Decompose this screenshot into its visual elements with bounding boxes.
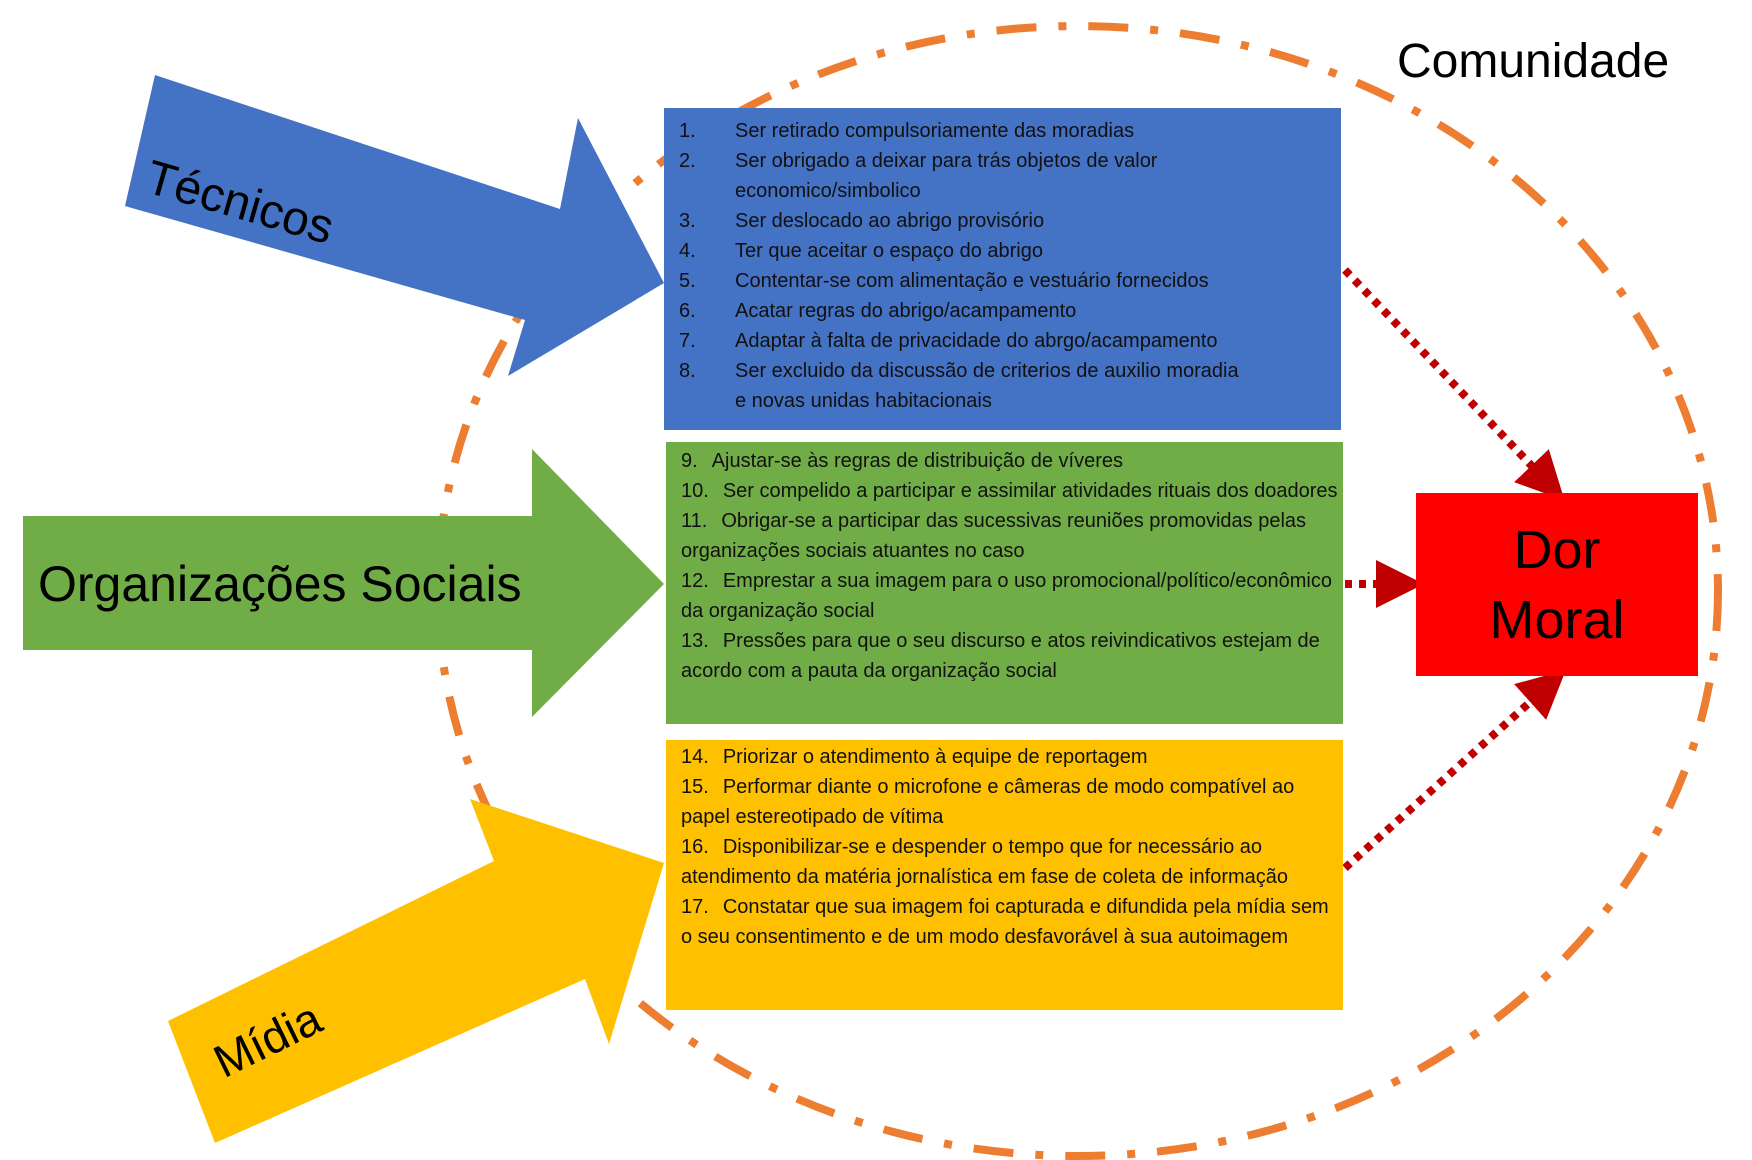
item-number: 6.: [679, 300, 696, 322]
item-text: Performar diante o microfone e câmeras d…: [681, 776, 1295, 828]
list-item: 10. Ser compelido a participar e assimila…: [681, 476, 1343, 506]
item-text: Ter que aceitar o espaço do abrigo: [735, 240, 1043, 262]
list-item: 1. Ser retirado compulsoriamente das mora…: [679, 116, 1341, 146]
connector-midia-dor: [1342, 669, 1566, 871]
item-text: Acatar regras do abrigo/acampamento: [735, 300, 1077, 322]
item-text: Ser obrigado a deixar para trás objetos …: [735, 150, 1158, 172]
list-item: 17.Constatar que sua imagem foi capturad…: [681, 892, 1343, 952]
item-text: Contentar-se com alimentação e vestuário…: [735, 270, 1209, 292]
item-number: 3.: [679, 210, 696, 232]
outcome-box-dor-moral: Dor Moral: [1416, 493, 1698, 676]
arrow-midia: [168, 799, 664, 1143]
organizacoes-box: 9. Ajustar-se às regras de distribuição d…: [666, 442, 1343, 724]
item-text: Ser retirado compulsoriamente das moradi…: [735, 120, 1135, 142]
list-item: 14. Priorizar o atendimento à equipe de r…: [681, 742, 1343, 772]
item-text: Adaptar à falta de privacidade do abrgo/…: [735, 330, 1218, 352]
community-boundary: [434, 22, 1722, 1160]
item-number: 1.: [679, 120, 696, 142]
item-number: 12.: [681, 570, 709, 592]
list-item: 4. Ter que aceitar o espaço do abrigo: [679, 236, 1341, 266]
item-text-continued: e novas unidas habitacionais: [735, 390, 992, 412]
item-number: 2.: [679, 150, 696, 172]
item-number: 14.: [681, 746, 709, 768]
community-label: Comunidade: [1397, 35, 1670, 88]
list-item: 13.Pressões para que o seu discurso e at…: [681, 626, 1343, 686]
item-number: 8.: [679, 360, 696, 382]
list-item: 8. Ser excluido da discussão de criterios…: [679, 356, 1341, 416]
outcome-line-2: Moral: [1489, 589, 1625, 650]
list-item: 3. Ser deslocado ao abrigo provisório: [679, 206, 1341, 236]
list-item: 15.Performar diante o microfone e câmera…: [681, 772, 1343, 832]
item-number: 5.: [679, 270, 696, 292]
list-item: 16.Disponibilizar-se e despender o tempo…: [681, 832, 1343, 892]
actor-label-organizacoes: Organizações Sociais: [38, 556, 522, 612]
list-item: 12.Emprestar a sua imagem para o uso pro…: [681, 566, 1343, 626]
item-number: 17.: [681, 896, 709, 918]
item-text: Constatar que sua imagem foi capturada e…: [681, 896, 1329, 948]
item-number: 16.: [681, 836, 709, 858]
connector-tecnicos-dor: [1342, 267, 1565, 501]
list-item: 11.Obrigar-se a participar das sucessiva…: [681, 506, 1343, 566]
item-text: Emprestar a sua imagem para o uso promoc…: [681, 570, 1333, 622]
item-number: 13.: [681, 630, 709, 652]
item-number: 7.: [679, 330, 696, 352]
item-text: Ser deslocado ao abrigo provisório: [735, 210, 1045, 232]
list-item: 7. Adaptar à falta de privacidade do abrg…: [679, 326, 1341, 356]
item-number: 10.: [681, 480, 709, 502]
list-item: 9. Ajustar-se às regras de distribuição d…: [681, 446, 1343, 476]
item-text-continued: economico/simbolico: [735, 180, 921, 202]
list-item: 5. Contentar-se com alimentação e vestuár…: [679, 266, 1341, 296]
item-text: Ser excluido da discussão de criterios d…: [735, 360, 1239, 382]
item-number: 11.: [681, 510, 708, 532]
midia-box: 14. Priorizar o atendimento à equipe de r…: [666, 740, 1343, 1010]
tecnicos-box: 1. Ser retirado compulsoriamente das mora…: [664, 108, 1341, 430]
list-item: 2. Ser obrigado a deixar para trás objeto…: [679, 146, 1341, 206]
item-text: Ser compelido a participar e assimilar a…: [722, 480, 1338, 502]
item-text: Obrigar-se a participar das sucessivas r…: [681, 510, 1307, 562]
item-text: Ajustar-se às regras de distribuição de …: [711, 450, 1123, 472]
item-number: 4.: [679, 240, 696, 262]
item-text: Pressões para que o seu discurso e atos …: [681, 630, 1320, 682]
item-number: 9.: [681, 450, 698, 472]
item-text: Priorizar o atendimento à equipe de repo…: [722, 746, 1148, 768]
item-number: 15.: [681, 776, 709, 798]
list-item: 6. Acatar regras do abrigo/acampamento: [679, 296, 1341, 326]
item-text: Disponibilizar-se e despender o tempo qu…: [681, 836, 1289, 888]
outcome-line-1: Dor: [1513, 519, 1601, 580]
arrow-tecnicos: [125, 75, 664, 376]
arrow-organizacoes: [23, 449, 664, 717]
